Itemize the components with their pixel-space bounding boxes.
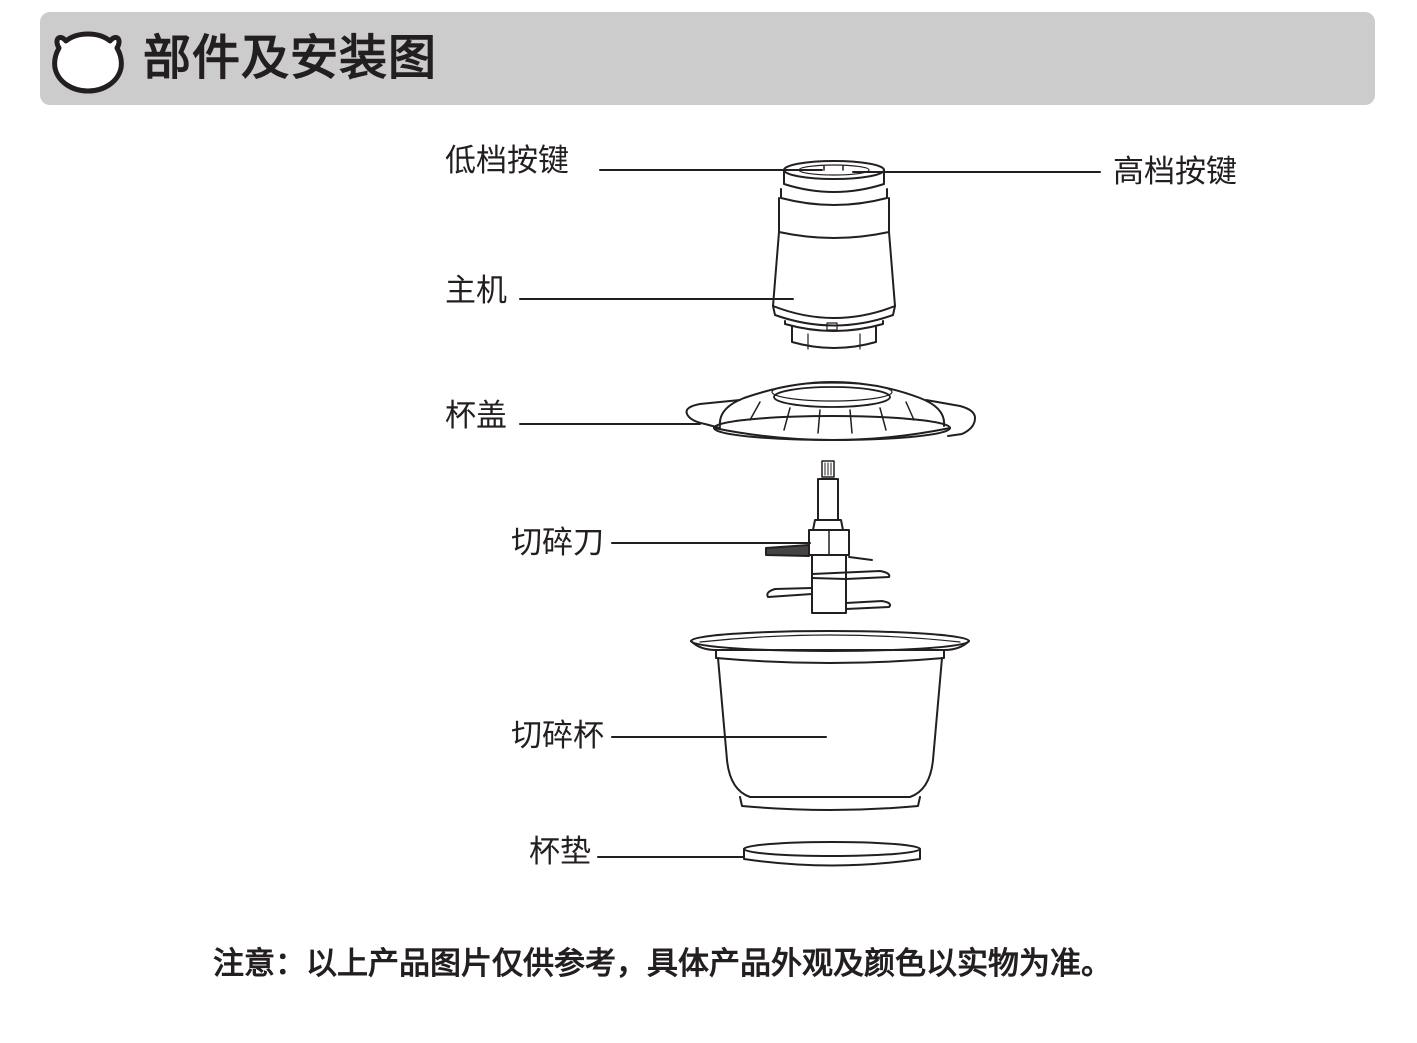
chopping-cup-drawing [690, 630, 970, 811]
disclaimer-note: 注意：以上产品图片仅供参考，具体产品外观及颜色以实物为准。 [213, 946, 1112, 982]
label-chopping-cup: 切碎杯 [511, 718, 604, 754]
section-title: 部件及安装图 [143, 30, 438, 86]
label-low-speed-button: 低档按键 [445, 143, 569, 179]
motor-unit-drawing [772, 160, 896, 350]
label-high-speed-button: 高档按键 [1113, 154, 1237, 190]
bear-head-icon [52, 31, 124, 94]
cup-pad-drawing [743, 841, 921, 867]
cup-lid-drawing [685, 381, 976, 441]
section-header-bar [40, 12, 1375, 105]
label-chopping-blade: 切碎刀 [511, 525, 604, 561]
label-cup-lid: 杯盖 [445, 398, 507, 434]
label-motor-unit: 主机 [445, 273, 507, 309]
label-cup-pad: 杯垫 [529, 834, 591, 870]
chopping-blade-drawing [765, 460, 892, 614]
